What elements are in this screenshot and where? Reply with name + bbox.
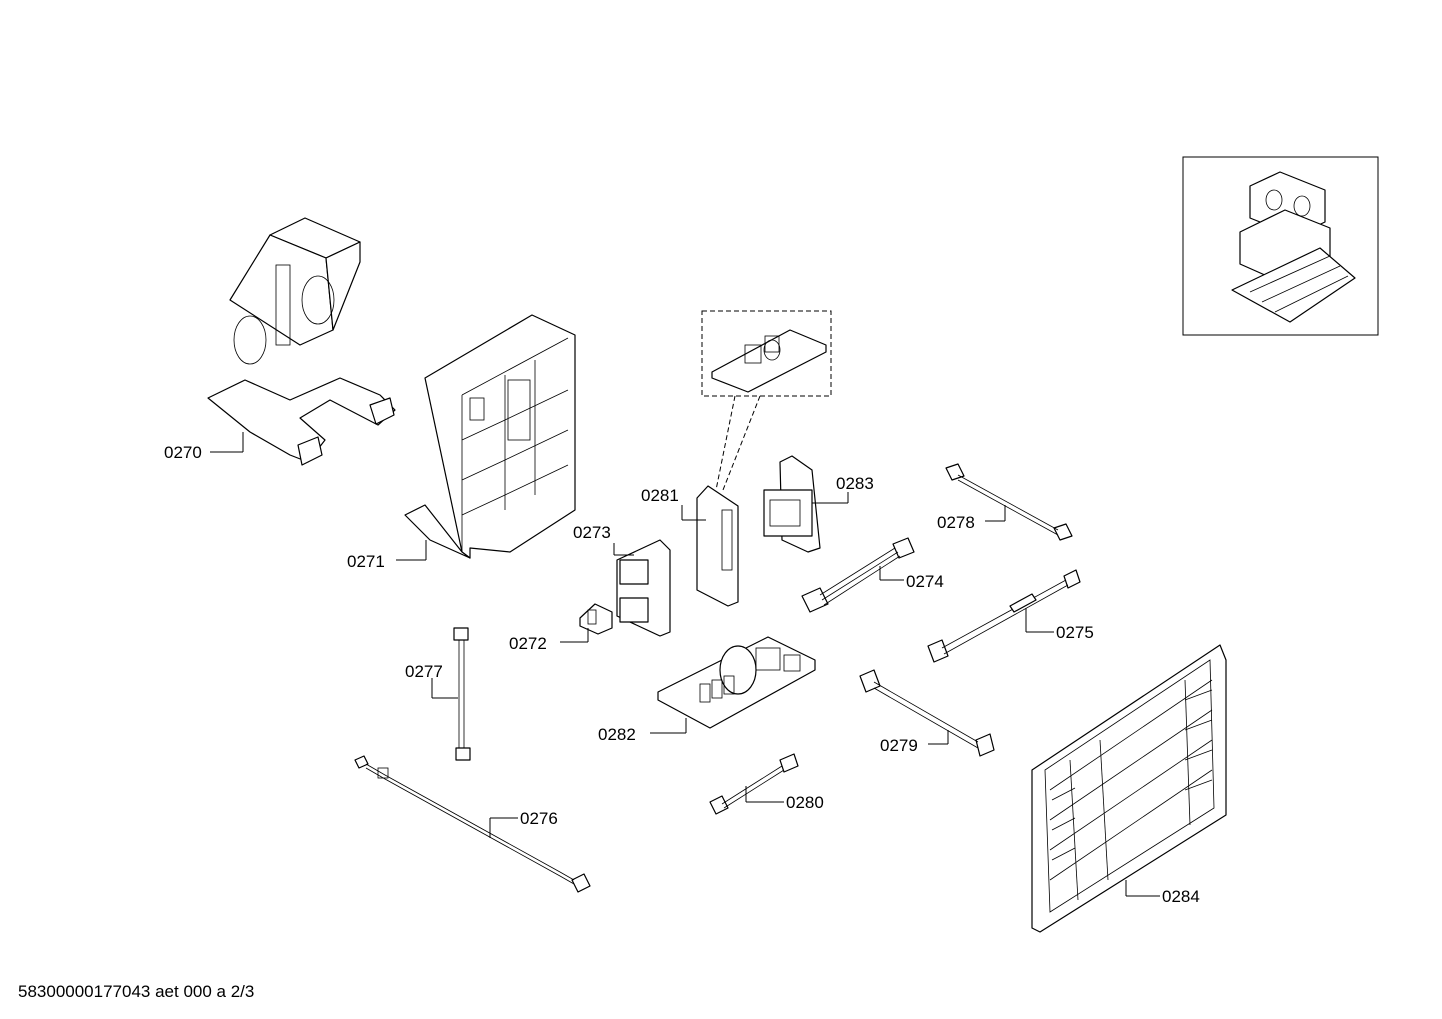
part-0270-bracket	[207, 217, 396, 466]
part-0276-cable	[354, 755, 591, 893]
label-0271: 0271	[347, 552, 385, 571]
part-0282-main-board	[657, 636, 816, 729]
label-0283: 0283	[836, 474, 874, 493]
label-0274: 0274	[906, 572, 944, 591]
part-0283-transformer	[763, 455, 821, 553]
label-0280: 0280	[786, 793, 824, 812]
label-0281: 0281	[641, 486, 679, 505]
label-0273: 0273	[573, 523, 611, 542]
label-0278: 0278	[937, 513, 975, 532]
part-0274-cable	[801, 537, 915, 613]
part-0271-housing	[404, 314, 576, 559]
label-0272: 0272	[509, 634, 547, 653]
part-0281-board	[696, 485, 739, 607]
board-detail-box	[701, 310, 832, 491]
label-0276: 0276	[520, 809, 558, 828]
label-0270: 0270	[164, 443, 202, 462]
label-0275: 0275	[1056, 623, 1094, 642]
part-0280-cable	[709, 753, 799, 815]
label-0277: 0277	[405, 662, 443, 681]
label-0282: 0282	[598, 725, 636, 744]
overview-thumbnail	[1182, 156, 1379, 336]
part-0277-cable	[453, 627, 471, 761]
part-0273-relay-board	[616, 539, 671, 637]
part-0278-cable	[945, 463, 1073, 541]
footer-document-code: 58300000177043 aet 000 a 2/3	[18, 982, 255, 1001]
label-0284: 0284	[1162, 887, 1200, 906]
part-0275-cable	[927, 569, 1081, 663]
part-0272-clip	[579, 603, 613, 635]
part-0284-grille	[1031, 644, 1227, 933]
part-0279-cable	[859, 669, 995, 757]
label-0279: 0279	[880, 736, 918, 755]
